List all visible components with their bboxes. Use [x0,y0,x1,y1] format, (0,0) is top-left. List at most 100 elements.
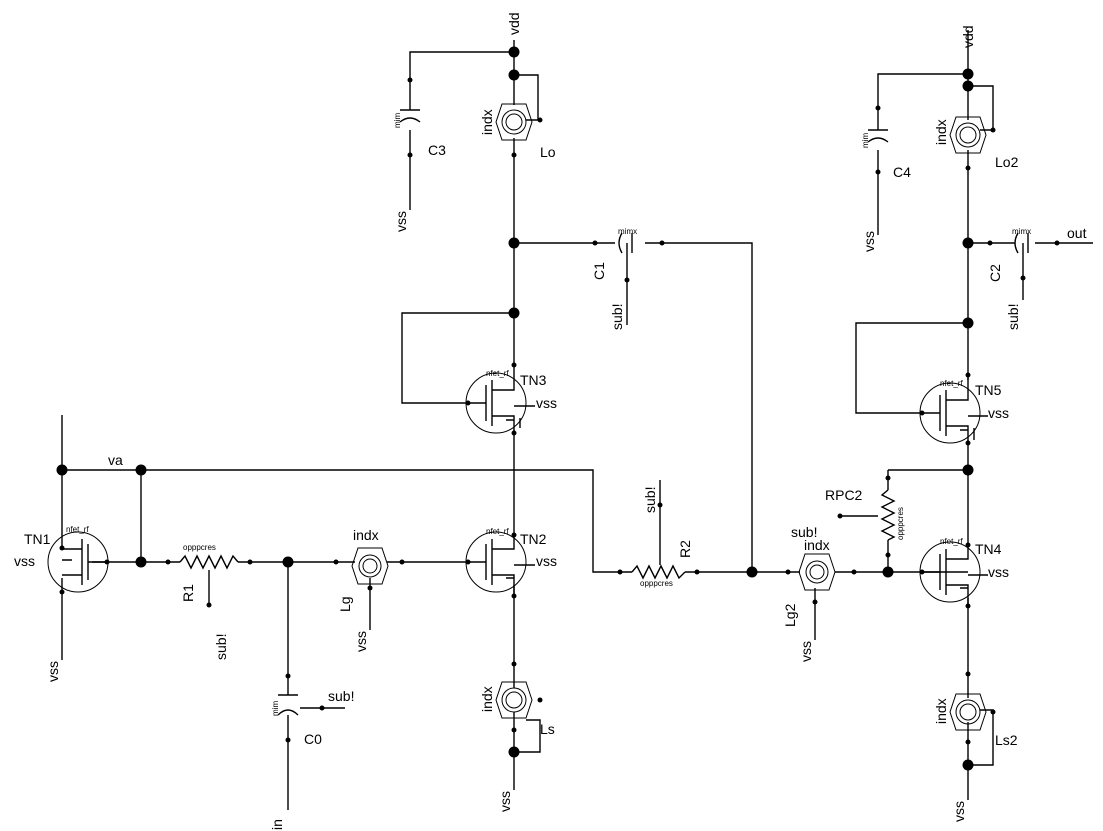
junction-dot [508,237,520,249]
svg-text:TN5: TN5 [975,382,1002,398]
svg-text:mimx: mimx [618,227,637,236]
transistor-tn2[interactable]: nfet_rf TN2 vss [465,527,557,596]
svg-text:indx: indx [479,109,495,135]
capacitor-c3[interactable]: mim C3 [393,109,446,158]
svg-text:nfet_rf: nfet_rf [66,525,89,534]
vss-label: vss [45,661,61,682]
svg-text:R2: R2 [677,540,693,558]
svg-text:vss: vss [988,405,1009,421]
svg-text:C3: C3 [428,142,446,158]
svg-text:indx: indx [804,537,830,553]
vss-label: vss [393,211,409,232]
vss-label: vss [497,791,513,812]
wires [61,30,1093,810]
junction-dot [508,746,520,758]
svg-text:TN4: TN4 [975,541,1002,557]
resistor-r1[interactable]: opppcres R1 [179,543,239,602]
transistor-tn5[interactable]: nfet_rf TN5 vss [919,375,1009,444]
vss-label: vss [798,641,814,662]
transistor-tn4[interactable]: nfet_rf TN4 vss [919,537,1009,606]
sub-label: sub! [328,688,354,704]
resistor-r2[interactable]: opppcres R2 [631,540,693,588]
svg-text:Ls2: Ls2 [995,732,1018,748]
junctions [56,46,974,771]
svg-text:TN3: TN3 [520,372,547,388]
junction-dot [882,566,894,578]
net-label-va: va [108,452,123,468]
vss-label: vss [353,631,369,652]
inductor-lg2[interactable]: indx Lg2 [782,537,836,627]
junction-dot [746,566,758,578]
transistor-tn3[interactable]: nfet_rf TN3 vss [465,365,557,434]
svg-text:mim: mim [861,133,870,148]
junction-dot [962,759,974,771]
svg-text:mim: mim [271,701,280,716]
svg-text:TN2: TN2 [520,531,547,547]
capacitor-c2[interactable]: mimx C2 [987,227,1031,282]
sub-label: sub! [1005,304,1021,330]
sub-label: sub! [642,487,658,513]
junction-dot [135,464,147,476]
svg-text:C0: C0 [304,731,322,747]
svg-text:nfet_rf: nfet_rf [486,369,509,378]
inductor-ls[interactable]: indx Ls [479,681,555,737]
inductor-lo[interactable]: indx Lo [479,103,556,160]
capacitor-c4[interactable]: mim C4 [861,129,911,180]
capacitor-c1[interactable]: mimx C1 [591,227,637,280]
svg-text:Lo: Lo [540,144,556,160]
svg-text:indx: indx [353,527,379,543]
svg-text:indx: indx [479,686,495,712]
svg-text:mimx: mimx [1012,227,1031,236]
svg-text:mim: mim [393,113,402,128]
net-label-vdd: vdd [506,12,522,35]
junction-dot [508,46,520,58]
inductor-ls2[interactable]: indx Ls2 [933,693,1018,748]
inductor-lo2[interactable]: indx Lo2 [933,116,1019,170]
net-labels: vdd vdd va out in vss vss vss vss vss vs… [45,12,1087,830]
svg-text:indx: indx [933,119,949,145]
junction-dot [56,464,68,476]
junction-dot [962,68,974,80]
junction-dot [962,317,974,329]
inductor-lg[interactable]: indx Lg [337,527,389,612]
junction-dot [282,556,294,568]
svg-text:C1: C1 [591,262,607,280]
resistor-rpc2[interactable]: opppcres RPC2 [825,487,905,541]
junction-dot [962,464,974,476]
svg-text:Lg2: Lg2 [782,603,798,627]
junction-dot [962,237,974,249]
svg-text:nfet_rf: nfet_rf [486,527,509,536]
svg-text:Ls: Ls [540,721,555,737]
svg-text:opppcres: opppcres [896,507,905,540]
capacitor-c0[interactable]: mim C0 [271,694,322,747]
svg-text:vss: vss [988,564,1009,580]
sub-label: sub! [609,304,625,330]
svg-text:vss: vss [536,395,557,411]
sub-label: sub! [213,634,229,660]
sub-label: sub! [791,524,817,540]
svg-text:TN1: TN1 [24,531,51,547]
svg-text:indx: indx [933,698,949,724]
svg-text:nfet_rf: nfet_rf [940,379,963,388]
net-label-vdd: vdd [960,25,976,48]
junction-dot [135,556,147,568]
svg-text:vss: vss [14,553,35,569]
svg-text:vss: vss [536,553,557,569]
vss-label: vss [861,231,877,252]
svg-text:nfet_rf: nfet_rf [940,537,963,546]
net-label-out: out [1067,225,1087,241]
svg-text:Lg: Lg [337,596,353,612]
vss-label: vss [951,801,967,822]
junction-dot [962,80,974,92]
transistor-tn1[interactable]: nfet_rf TN1 vss [14,525,109,593]
junction-dot [508,307,520,319]
svg-text:RPC2: RPC2 [825,487,863,503]
svg-text:opppcres: opppcres [640,579,673,588]
svg-text:opppcres: opppcres [183,543,216,552]
svg-text:R1: R1 [180,584,196,602]
svg-text:Lo2: Lo2 [995,154,1019,170]
svg-text:C4: C4 [893,164,911,180]
svg-text:C2: C2 [987,264,1003,282]
junction-dot [508,69,520,81]
